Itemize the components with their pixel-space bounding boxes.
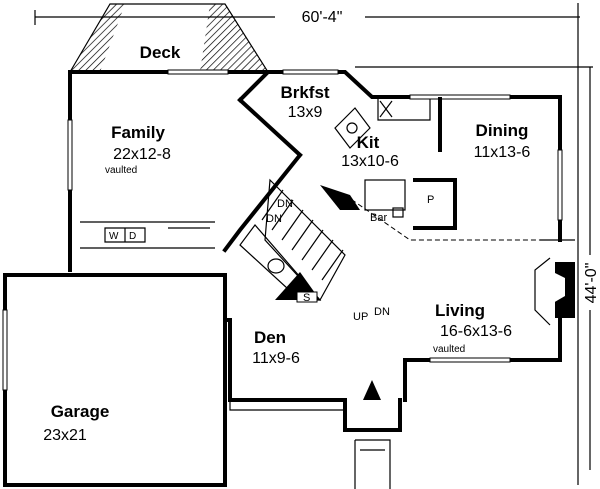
windows — [2, 69, 563, 391]
stair-dn-label: DN — [374, 306, 390, 318]
dining-label: Dining — [476, 121, 529, 140]
brkfst-label: Brkfst — [280, 83, 329, 102]
dimension-lines — [34, 3, 593, 485]
family-size: 22x12-8 — [113, 146, 171, 163]
garage-size: 23x21 — [43, 427, 87, 444]
storage-label: S — [303, 292, 310, 304]
kit-size: 13x10-6 — [341, 153, 399, 170]
deck-label: Deck — [140, 43, 181, 62]
pantry-label: P — [427, 194, 434, 206]
garage-label: Garage — [51, 402, 110, 421]
dining-size: 11x13-6 — [474, 144, 531, 161]
fireplace — [534, 257, 575, 326]
bar-label: Bar — [370, 212, 387, 224]
dryer-label: D — [129, 231, 136, 242]
washer-label: W — [109, 231, 119, 242]
living-label: Living — [435, 301, 485, 320]
stair-up-label: UP — [353, 311, 368, 323]
family-note: vaulted — [105, 165, 137, 176]
stair-dn-label: DN — [277, 198, 293, 210]
family-label: Family — [111, 123, 165, 142]
kitchen-fixtures — [104, 97, 457, 243]
brkfst-size: 13x9 — [288, 104, 323, 121]
living-size: 16-6x13-6 — [440, 323, 512, 340]
entry-marker — [363, 380, 381, 400]
width-dimension: 60'-4" — [302, 9, 343, 26]
living-note: vaulted — [433, 344, 465, 355]
den-size: 11x9-6 — [252, 350, 300, 367]
stair-dn-label: DN — [266, 213, 282, 225]
den-label: Den — [254, 328, 286, 347]
kit-label: Kit — [357, 133, 380, 152]
depth-dimension: 44'-0" — [583, 263, 600, 304]
